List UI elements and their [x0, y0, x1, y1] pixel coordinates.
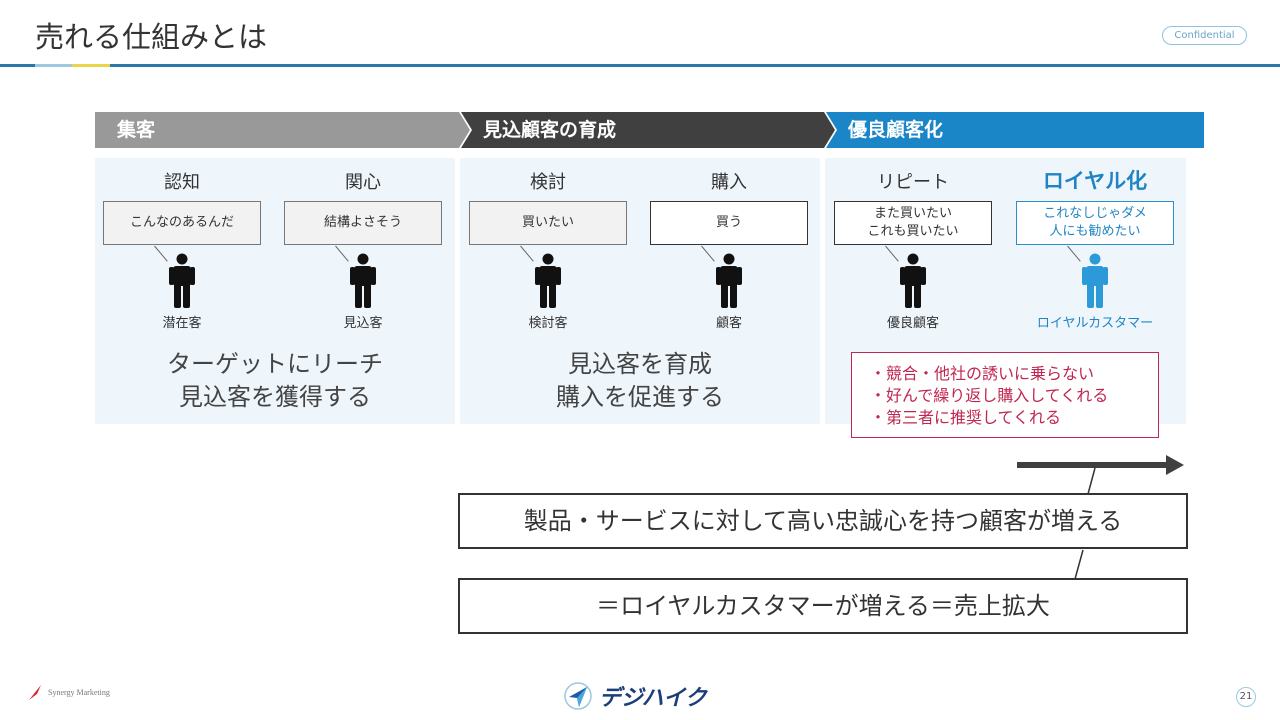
person-label: 潜在客 [162, 316, 202, 331]
stage-label: 購入 [711, 172, 747, 193]
summary-acquisition: ターゲットにリーチ見込客を獲得する [167, 350, 383, 411]
conclusion-loyalty: 製品・サービスに対して高い忠誠心を持つ顧客が増える [458, 493, 1188, 549]
person-icon [900, 253, 926, 308]
person-label: 検討客 [528, 316, 568, 331]
speech-bubble: これなしじゃダメ 人にも勧めたい [1016, 201, 1174, 245]
phase-nurturing: 見込顧客の育成 [461, 112, 835, 148]
speech-bubble: 結構よさそう [284, 201, 442, 245]
speech-bubble: また買いたい これも買いたい [834, 201, 992, 245]
stage-label: 検討 [530, 172, 566, 193]
person-label: 顧客 [715, 316, 742, 331]
person-label: ロイヤルカスタマー [1036, 316, 1154, 331]
page-number: 21 [1236, 687, 1256, 707]
stage-label: 認知 [164, 172, 200, 193]
person-icon [716, 253, 742, 308]
person-icon [350, 253, 376, 308]
person-icon [169, 253, 195, 308]
confidential-badge: Confidential [1162, 26, 1247, 45]
speech-bubble: こんなのあるんだ [103, 201, 261, 245]
header-rule-accent [72, 64, 110, 67]
speech-bubble: 買いたい [469, 201, 627, 245]
summary-nurturing: 見込客を育成購入を促進する [556, 350, 724, 411]
digihike-logo: デジハイク [563, 680, 707, 712]
person-icon [1082, 253, 1108, 308]
speech-bubble: 買う [650, 201, 808, 245]
person-label: 優良顧客 [886, 316, 939, 331]
conclusion-sales: ＝ロイヤルカスタマーが増える＝売上拡大 [458, 578, 1188, 634]
loyal-benefits-box: ・競合・他社の誘いに乗らない・好んで繰り返し購入してくれる・第三者に推奨してくれ… [851, 352, 1159, 438]
person-label: 見込客 [343, 316, 383, 331]
stage-label: リピート [877, 172, 949, 193]
phase-loyalty: 優良顧客化 [826, 112, 1204, 148]
stage-label: ロイヤル化 [1042, 169, 1148, 193]
stage-label: 関心 [345, 172, 381, 193]
page-title: 売れる仕組みとは [35, 20, 268, 54]
person-icon [535, 253, 561, 308]
synergy-logo: Synergy Marketing [25, 682, 110, 702]
header-rule [0, 64, 1280, 67]
phase-acquisition: 集客 [95, 112, 470, 148]
header-rule-accent [35, 64, 72, 67]
